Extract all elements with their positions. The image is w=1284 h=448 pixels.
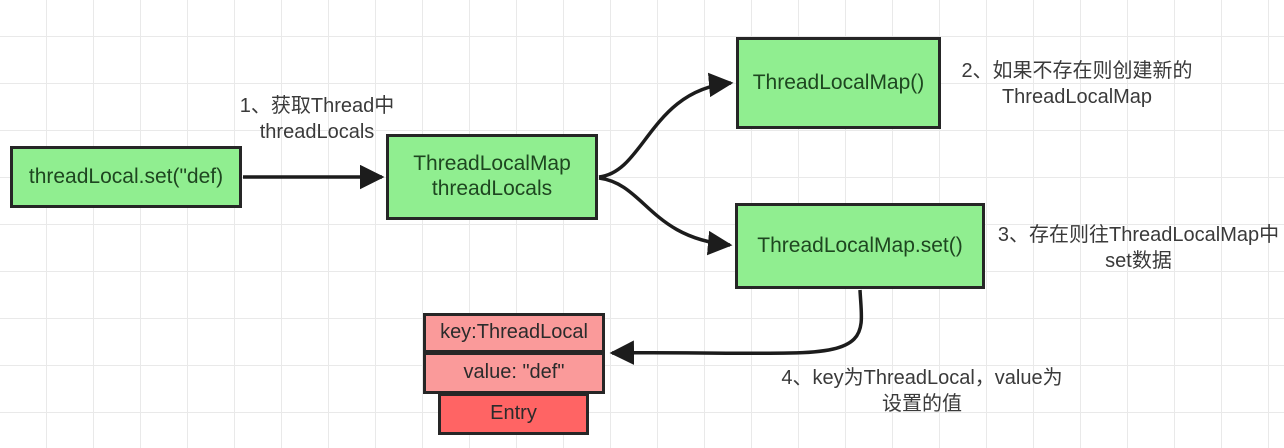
edge-threadlocals-to-newmap	[598, 72, 734, 179]
node-new-threadlocalmap[interactable]: ThreadLocalMap()	[736, 37, 941, 129]
edge-mapset-to-entry	[609, 289, 864, 365]
annotation-step-2: 2、如果不存在则创建新的 ThreadLocalMap	[961, 60, 1193, 108]
edge-threadlocals-to-mapset	[598, 176, 733, 256]
node-entry-key[interactable]: key:ThreadLocal	[423, 313, 605, 353]
node-threadlocalmap-set[interactable]: ThreadLocalMap.set()	[735, 203, 985, 289]
node-threadlocal-set-call[interactable]: threadLocal.set("def)	[10, 146, 242, 208]
node-threadlocalmap-threadlocals[interactable]: ThreadLocalMap threadLocals	[386, 134, 598, 220]
annotation-step-1: 1、获取Thread中 threadLocals	[239, 95, 395, 143]
annotation-step-4: 4、key为ThreadLocal，value为 设置的值	[781, 367, 1063, 415]
node-entry-value[interactable]: value: "def"	[423, 352, 605, 394]
annotation-step-3: 3、存在则往ThreadLocalMap中 set数据	[997, 224, 1280, 272]
node-entry-label[interactable]: Entry	[438, 393, 589, 435]
